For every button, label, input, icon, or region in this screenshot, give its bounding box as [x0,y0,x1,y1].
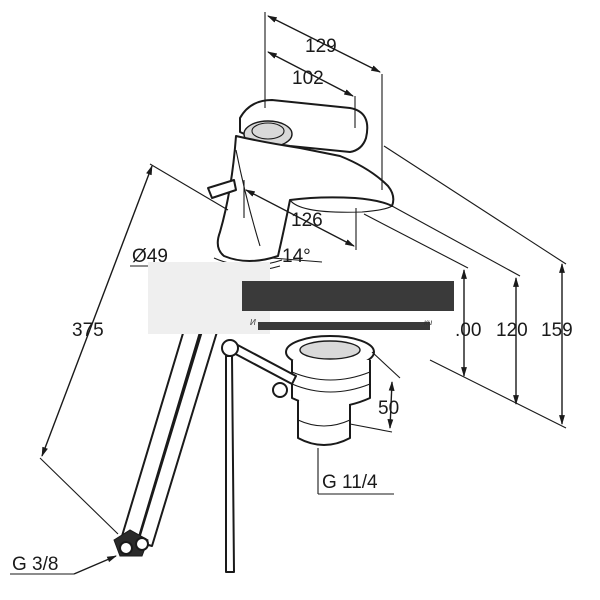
dark-banner [242,281,454,311]
dim-50: 50 [378,398,399,419]
dim-375: 375 [72,320,104,341]
dim-129: 129 [305,36,337,57]
dim-102: 102 [292,68,324,89]
supply-hoses [113,309,221,557]
caption-left-text: И [250,318,256,327]
dim-14-degrees: 14° [282,246,311,267]
dimension-annotations: 129 102 126 14° Ø49 375 159 120 [10,12,573,575]
dim-126: 126 [291,210,323,231]
caption-strip [258,322,430,330]
caption-right-text: ки [424,318,433,327]
dim-120: 120 [496,320,528,341]
dim-159: 159 [541,320,573,341]
thread-supply-label: G 3/8 [12,554,58,575]
thread-drain-label: G 11/4 [322,472,378,493]
dim-100: .00 [455,320,481,341]
pop-up-rod [207,179,237,199]
faucet-body [207,99,395,272]
drain-assembly [221,335,375,573]
